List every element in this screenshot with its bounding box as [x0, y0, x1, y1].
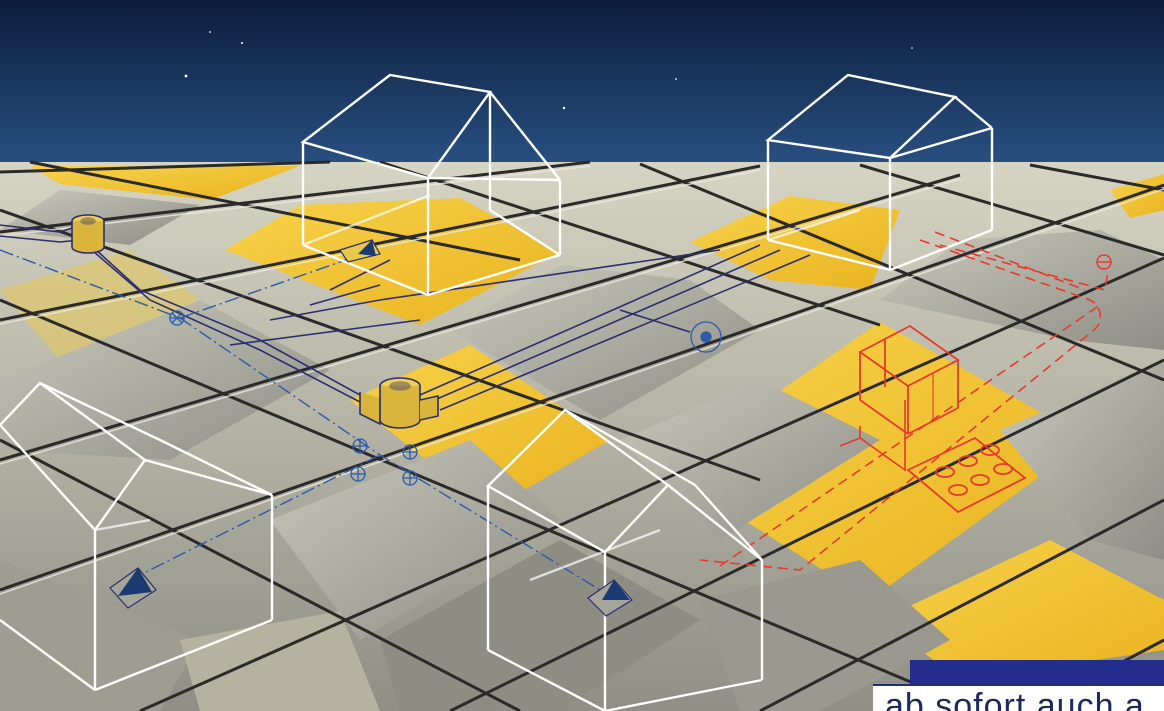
night-sky	[0, 0, 1164, 162]
valve-icon	[353, 439, 367, 453]
caption-text: ab sofort auch a	[885, 689, 1145, 711]
pipe-fitting-small	[72, 215, 104, 253]
valve-icon	[351, 467, 365, 481]
caption-box: ab sofort auch a	[873, 684, 1164, 711]
caption-accent-band	[910, 660, 1164, 684]
valve-icon	[403, 471, 417, 485]
valve-icon	[403, 445, 417, 459]
